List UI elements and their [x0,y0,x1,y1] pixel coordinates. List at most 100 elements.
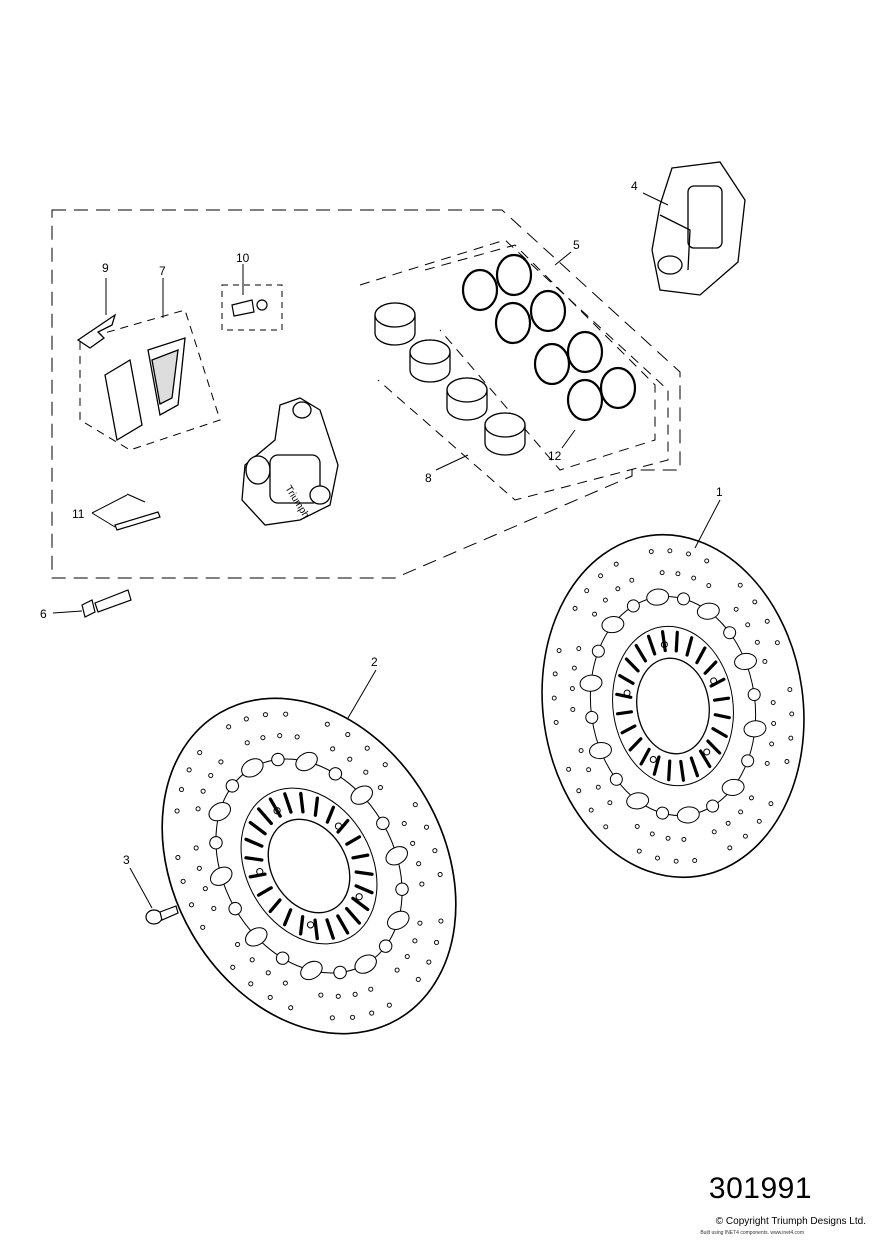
drill-hole [417,920,423,926]
drill-hole [789,711,795,717]
drawing-number: 301991 [708,1172,812,1205]
drill-hole [260,735,266,741]
drill-hole [230,964,236,970]
drill-hole [352,991,358,997]
drill-hole [769,741,775,747]
drill-hole [576,788,582,794]
callout-5: 5 [573,238,580,252]
vent-slot [244,856,264,862]
drill-hole [369,1010,375,1016]
drill-hole [437,871,443,878]
drill-hole [595,784,601,790]
drill-hole [432,848,438,854]
float-button [333,965,347,980]
pad-kit-outline [79,309,221,451]
drill-hole [704,558,710,564]
callout-8: 8 [425,471,432,485]
drill-hole [572,605,578,611]
drill-hole [578,748,584,753]
drill-hole [186,767,192,773]
drill-hole [787,687,793,693]
seals [461,253,637,422]
drill-hole [592,611,597,617]
brake-disc-right [519,516,827,896]
drill-hole [426,959,432,965]
hub-bolt-hole [334,822,343,830]
disc-drill-holes [551,548,795,864]
drill-hole [335,993,341,999]
drill-hole [200,788,206,794]
carrier-pad [626,792,650,810]
drill-hole [262,712,268,718]
brake-pads [104,337,186,442]
drill-hole [368,986,374,992]
drill-hole [649,831,655,837]
carrier-pad [295,751,318,772]
drill-hole [692,858,698,863]
disc-bolt [145,905,179,925]
float-button [271,752,285,767]
float-button [747,688,761,702]
drill-hole [412,802,418,808]
float-button [706,799,720,813]
drill-hole [235,941,241,947]
drill-hole [659,570,665,576]
callout-3: 3 [123,853,130,867]
drill-hole [725,820,731,826]
drill-hole [410,840,416,846]
drill-hole [244,740,250,746]
drill-hole [226,724,232,730]
drill-hole [681,836,687,842]
drill-hole [553,719,559,725]
left-caliper: Triumph [241,397,339,526]
hub-bolt-hole [649,755,657,763]
drill-hole [404,953,410,960]
vent-slot [674,630,679,653]
drill-hole [386,1002,392,1008]
drill-hole [742,833,748,839]
drill-hole [770,700,776,705]
drill-hole [634,824,640,829]
carrier-pad [646,588,670,606]
drill-hole [749,795,754,801]
callout-12: 12 [548,449,562,463]
drill-hole [330,746,336,752]
drill-hole [784,759,790,764]
drill-hole [774,640,780,646]
drill-hole [218,759,224,765]
drill-hole [607,800,613,806]
float-button [626,599,640,613]
float-button [378,939,393,953]
drill-hole [584,588,590,594]
drill-hole [196,865,202,871]
drill-hole [248,981,254,987]
vent-slot [248,872,267,879]
drill-hole [282,980,288,986]
drill-hole [345,732,351,738]
drill-hole [363,769,369,775]
vent-slot [698,749,712,769]
float-button [656,806,670,820]
drill-hole [733,606,739,612]
drill-hole [566,766,572,772]
hub-bolt-hole [623,689,631,697]
drill-hole [208,772,214,779]
vent-slot [282,908,293,927]
drill-hole [675,571,681,577]
float-button [741,754,755,768]
drill-hole [754,639,760,645]
drill-hole [788,735,794,741]
caliper-kit-outline [51,209,681,579]
drill-hole [569,686,575,691]
carrier-pad [721,778,745,796]
drill-hole [283,711,289,717]
carrier-pad [589,741,612,760]
drill-hole [329,1015,335,1021]
callout-7: 7 [159,264,166,278]
drill-hole [200,924,206,930]
vent-slot [667,759,672,782]
piston-kit-outline [359,239,669,501]
drill-hole [603,824,609,830]
drill-hole [394,967,400,973]
drill-hole [433,939,440,946]
